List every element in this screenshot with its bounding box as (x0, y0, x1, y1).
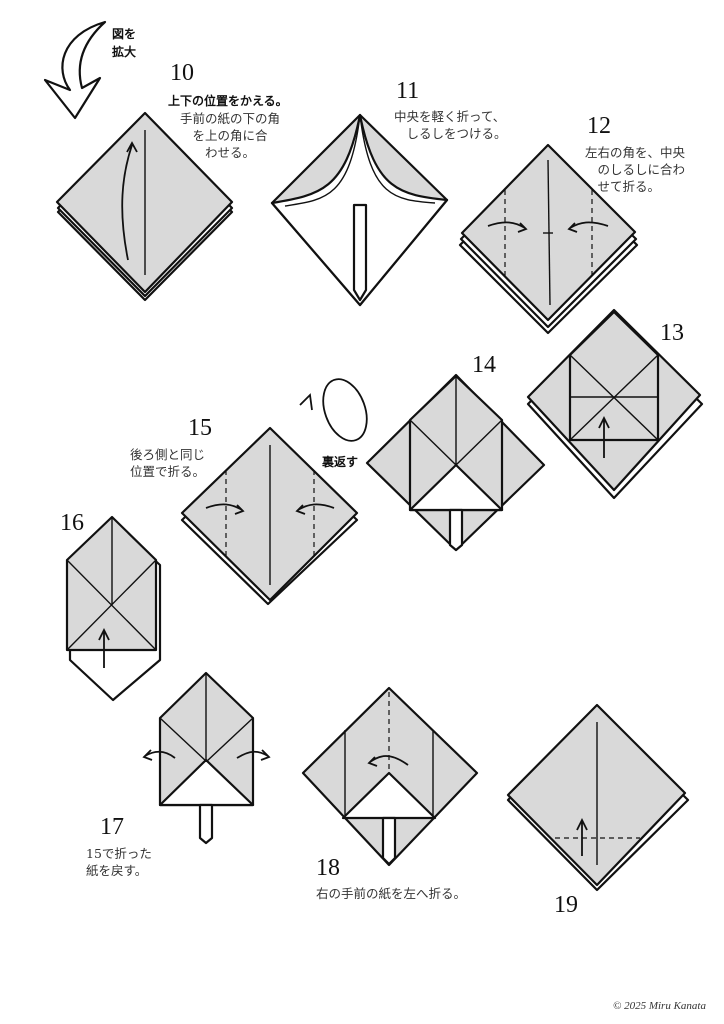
step-19-figure (506, 703, 690, 892)
step-15-text: 後ろ側と同じ 位置で折る。 (130, 447, 206, 479)
step-10-number: 10 (170, 60, 194, 86)
step-17-text: 15で折った 紙を戻す。 (86, 846, 152, 878)
step-11-figure (270, 113, 449, 307)
step-19-number: 19 (554, 892, 578, 918)
step-15-figure (180, 426, 359, 606)
step-12-figure (458, 143, 639, 335)
step-16-figure (65, 515, 162, 702)
step-15-number: 15 (188, 415, 212, 441)
step-13-number: 13 (660, 320, 684, 346)
step-18-text: 右の手前の紙を左へ折る。 (316, 886, 467, 901)
step-12-number: 12 (587, 113, 611, 139)
step-10-text: 手前の紙の下の角 を上の角に合 わせる。 (180, 111, 281, 160)
enlarge-label: 図を 拡大 (112, 27, 137, 59)
step-16-number: 16 (60, 510, 84, 536)
step-11-text: 中央を軽く折って、 しるしをつける。 (394, 109, 507, 141)
step-17-figure (142, 671, 271, 845)
flip-over-icon (299, 378, 368, 442)
step-14-figure (365, 373, 546, 552)
copyright: © 2025 Miru Kanata (612, 1000, 706, 1012)
enlarge-arrow-icon (43, 20, 107, 120)
step-10-figure (55, 111, 234, 302)
step-11-number: 11 (396, 78, 420, 104)
flip-label: 裏返す (322, 455, 359, 469)
step-14-number: 14 (472, 352, 496, 378)
step-17-number: 17 (100, 814, 124, 840)
step-13-figure (526, 308, 704, 500)
step-18-figure (301, 686, 479, 867)
step-10-heading: 上下の位置をかえる。 (168, 94, 288, 108)
step-12-text: 左右の角を、中央 のしるしに合わ せて折る。 (585, 145, 686, 194)
step-18-number: 18 (316, 855, 340, 881)
